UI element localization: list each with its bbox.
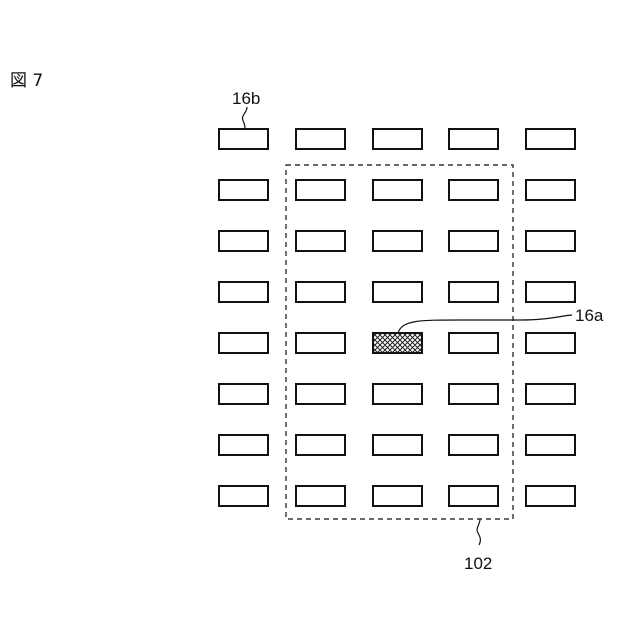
element-cell (296, 129, 345, 149)
element-cell (526, 333, 575, 353)
element-cell (219, 282, 268, 302)
element-cell (526, 282, 575, 302)
element-16a (373, 333, 422, 353)
element-cell (526, 435, 575, 455)
element-cell (373, 282, 422, 302)
element-cell (449, 282, 498, 302)
element-cell (296, 333, 345, 353)
element-cell (526, 129, 575, 149)
element-cell (526, 486, 575, 506)
element-cell (219, 333, 268, 353)
leader-102 (477, 519, 480, 545)
element-cell (449, 180, 498, 200)
element-cell (373, 486, 422, 506)
element-cell (526, 180, 575, 200)
element-cell (296, 486, 345, 506)
element-cell (373, 180, 422, 200)
element-cell (219, 231, 268, 251)
element-cell (296, 384, 345, 404)
element-cell (373, 435, 422, 455)
element-cell (296, 231, 345, 251)
element-cell (219, 180, 268, 200)
leader-16a (398, 315, 572, 333)
element-cell (449, 435, 498, 455)
element-cell (449, 129, 498, 149)
element-cell (219, 435, 268, 455)
label-16b: 16b (232, 89, 260, 108)
element-grid (219, 129, 575, 506)
element-cell (373, 129, 422, 149)
element-cell (296, 282, 345, 302)
element-cell (526, 384, 575, 404)
element-cell (373, 231, 422, 251)
element-cell (219, 129, 268, 149)
element-cell (219, 486, 268, 506)
element-cell (526, 231, 575, 251)
element-cell (296, 180, 345, 200)
label-102: 102 (464, 554, 492, 573)
label-16a: 16a (575, 306, 604, 325)
element-cell (449, 333, 498, 353)
element-cell (219, 384, 268, 404)
element-cell (373, 384, 422, 404)
leader-16b (242, 107, 247, 128)
element-cell (449, 231, 498, 251)
element-cell (296, 435, 345, 455)
element-cell (449, 486, 498, 506)
element-cell (449, 384, 498, 404)
